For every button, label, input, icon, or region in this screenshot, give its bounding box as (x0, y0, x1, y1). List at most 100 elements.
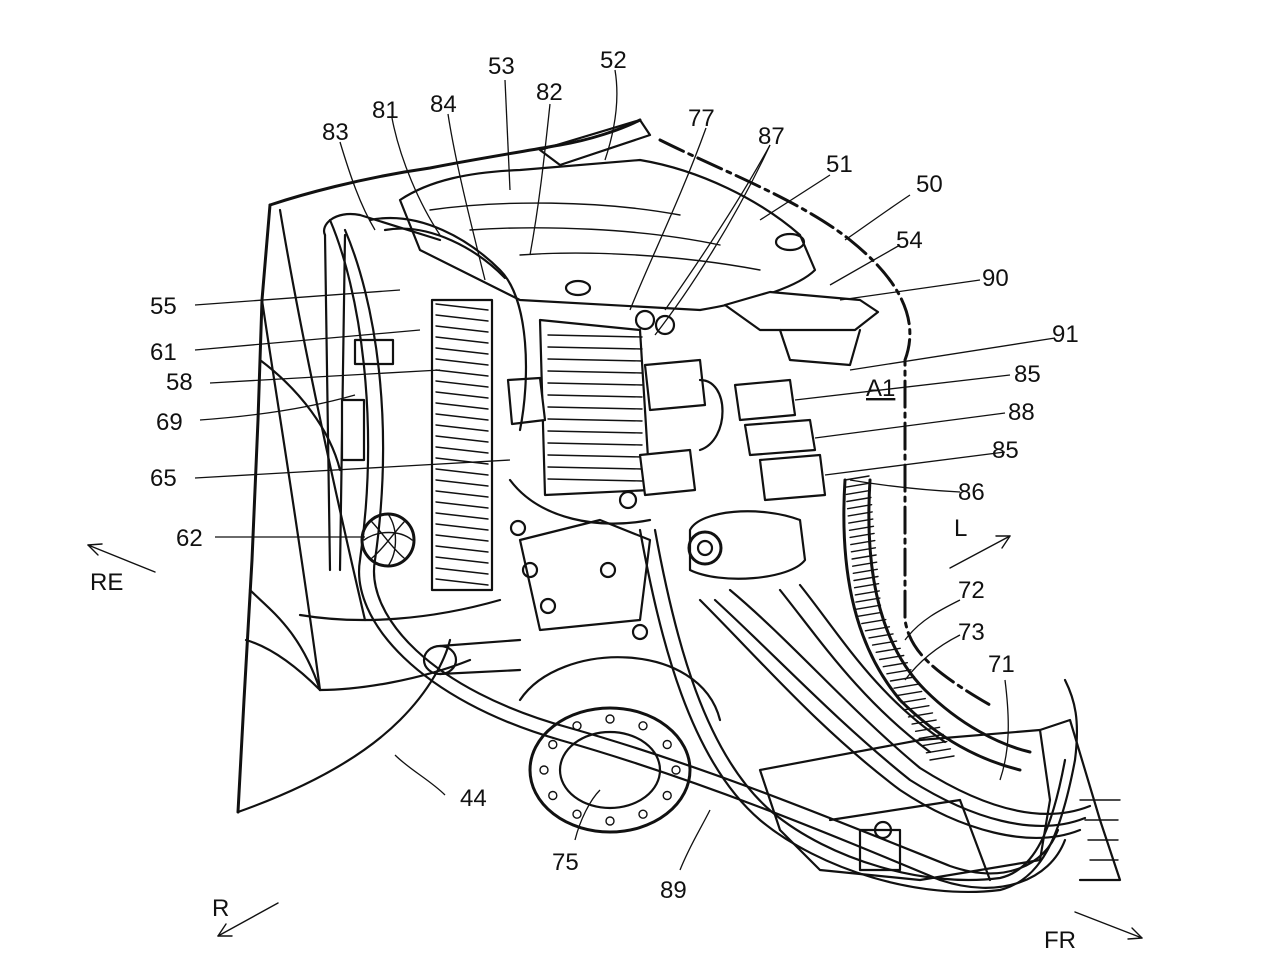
heatsink-rib (547, 370, 643, 374)
heatsink-rib (547, 346, 643, 350)
heatsink-rib (547, 382, 643, 386)
heatsink-rib (547, 430, 643, 434)
wheel-75 (518, 656, 722, 834)
fan-62 (360, 512, 416, 568)
harness-rib (922, 740, 948, 747)
wheel-bolt (662, 739, 672, 750)
harness-rib (893, 683, 919, 689)
label-71: 71 (988, 651, 1015, 678)
radiator-fin (435, 358, 489, 366)
radiator-fin (435, 545, 489, 553)
harness-rib (856, 611, 882, 618)
harness-rib (864, 626, 891, 632)
wheel-bolt (605, 714, 615, 724)
radiator-fin (435, 424, 489, 432)
corrugated-harness (842, 475, 1032, 772)
wheel-bolt (548, 790, 558, 801)
harness-rib (853, 575, 879, 582)
label-65: 65 (150, 465, 177, 492)
label-85-lower: 85 (992, 437, 1019, 464)
harness-rib (854, 590, 880, 596)
label-58: 58 (166, 369, 193, 396)
motor-unit (509, 510, 807, 641)
harness-rib (918, 733, 944, 740)
label-55: 55 (150, 293, 177, 320)
harness-rib (911, 719, 937, 725)
cable-bundles (328, 216, 1092, 894)
radiator-fin (435, 336, 489, 344)
radiator-fin (435, 457, 489, 465)
label-52: 52 (600, 47, 627, 74)
label-75: 75 (552, 849, 579, 876)
label-61: 61 (150, 339, 177, 366)
label-re: RE (90, 569, 123, 596)
label-81: 81 (372, 97, 399, 124)
radiator-fin (435, 314, 489, 322)
heatsink-rib (547, 442, 643, 446)
harness-rib (852, 561, 878, 567)
harness-rib (850, 547, 877, 553)
radiator-fin (435, 523, 489, 531)
harness-rib (845, 489, 871, 496)
label-85-upper: 85 (1014, 361, 1041, 388)
harness-rib (886, 669, 912, 675)
heatsink-rib (547, 454, 643, 458)
label-44: 44 (460, 785, 487, 812)
label-a1: A1 (866, 375, 895, 402)
harness-rib (868, 633, 894, 639)
harness-rib (879, 654, 905, 661)
harness-rib (848, 518, 874, 524)
radiator-fin (435, 556, 489, 564)
heatsink-rib (547, 418, 643, 422)
rear-cylinder (422, 638, 522, 676)
label-83: 83 (322, 119, 349, 146)
label-88: 88 (1008, 399, 1035, 426)
vertical-pipe (322, 212, 442, 572)
harness-rib (871, 640, 898, 646)
harness-rib (929, 755, 955, 761)
label-73: 73 (958, 619, 985, 646)
reference-labels: 52 53 82 81 84 83 77 87 51 50 54 90 91 8… (90, 47, 1079, 954)
harness-rib (904, 705, 930, 711)
label-fr: FR (1044, 927, 1076, 954)
radiator-fin (435, 347, 489, 355)
radiator-fin (435, 468, 489, 476)
wheel-bolt (548, 739, 558, 750)
label-r: R (212, 895, 229, 922)
harness-rib (851, 554, 877, 560)
harness-rib (849, 532, 875, 539)
radiator-fin (435, 435, 489, 443)
label-72: 72 (958, 577, 985, 604)
harness-rib (847, 511, 873, 517)
harness-rib (855, 604, 882, 610)
harness-rib (882, 662, 908, 668)
controller-heatsink (538, 309, 676, 510)
heatsink-rib (547, 334, 643, 338)
label-69: 69 (156, 409, 183, 436)
radiator-fin (435, 479, 489, 487)
harness-rib (846, 504, 873, 510)
radiator-fin (435, 369, 489, 377)
wheel-bolt (662, 790, 672, 801)
label-87: 87 (758, 123, 785, 150)
wheel-bolt (572, 809, 582, 819)
harness-rib (855, 597, 881, 603)
harness-rib (852, 568, 878, 574)
label-62: 62 (176, 525, 203, 552)
harness-rib (875, 647, 901, 653)
label-50: 50 (916, 171, 943, 198)
heatsink-rib (547, 466, 643, 470)
harness-rib (844, 482, 871, 488)
leader-lines (194, 69, 1056, 871)
label-90: 90 (982, 265, 1009, 292)
radiator-fin (435, 325, 489, 333)
heatsink-rib (547, 478, 643, 482)
radiator-fin (435, 391, 489, 399)
radiator-fin (435, 303, 489, 311)
direction-arrows (87, 535, 1143, 940)
harness-rib (846, 496, 872, 503)
heatsink-rib (547, 358, 643, 362)
label-82: 82 (536, 79, 563, 106)
harness-rib (844, 475, 870, 481)
